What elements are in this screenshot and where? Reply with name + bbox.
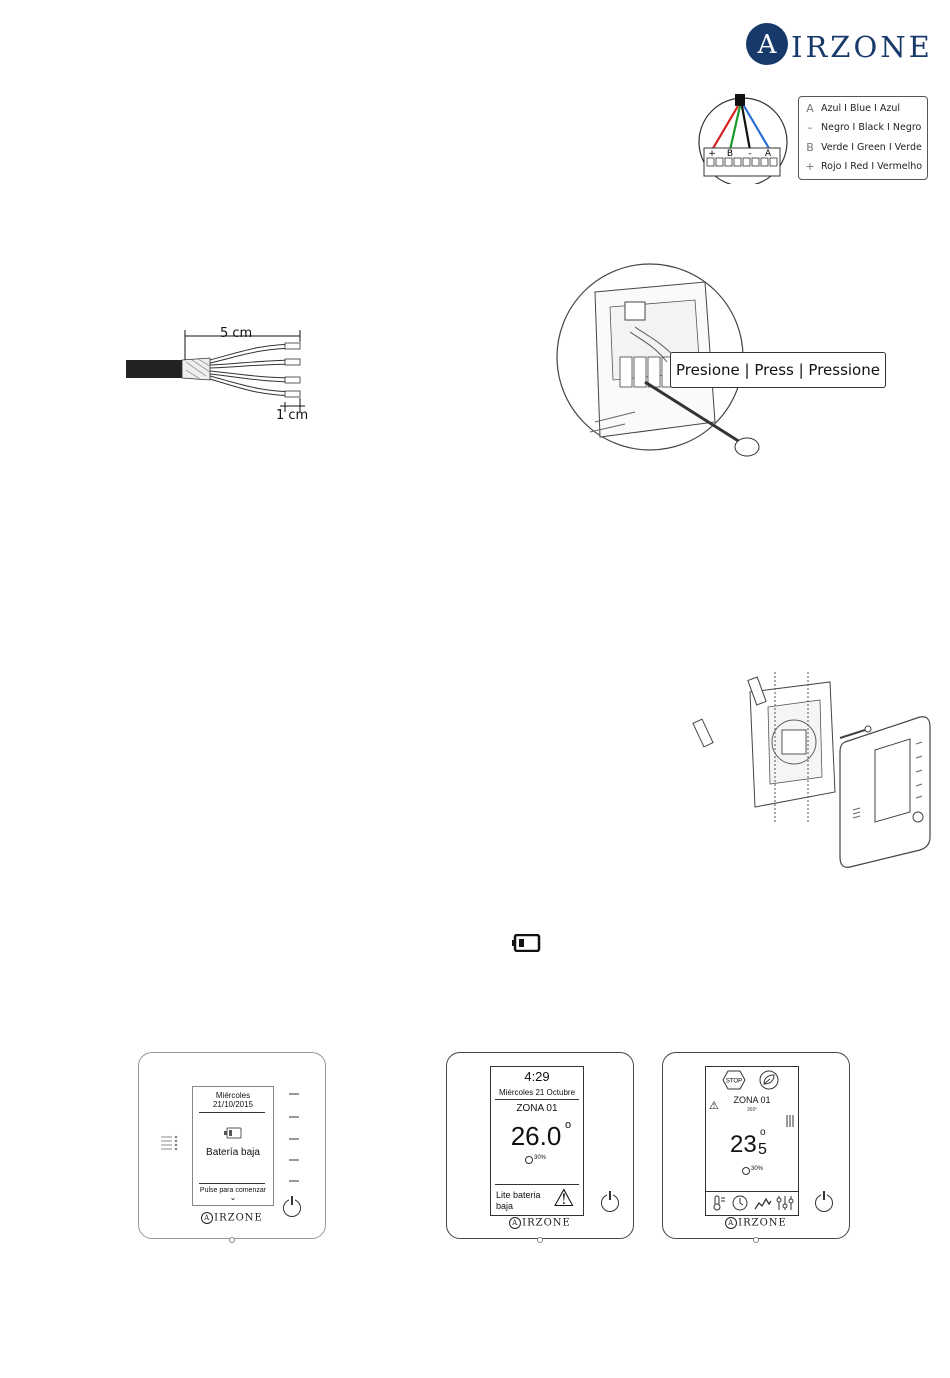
thermometer-icon[interactable]	[710, 1195, 726, 1211]
temperature-value: 26.0	[510, 1121, 562, 1151]
bottom-latch	[537, 1237, 543, 1243]
strip-length-label: 5 cm	[220, 326, 253, 341]
terminal-block-illustration	[556, 263, 760, 457]
power-button[interactable]	[601, 1191, 619, 1212]
legend-symbol: B	[806, 140, 814, 154]
date-text: Miércoles 21 Octubre	[498, 1088, 576, 1097]
airzone-mark-icon: A	[746, 23, 788, 65]
brand-wordmark: IRZONE	[214, 1212, 263, 1224]
leaf-icon[interactable]	[758, 1070, 780, 1090]
airzone-logo: A IRZONE	[745, 22, 930, 72]
mounting-illustration	[692, 672, 931, 868]
power-button[interactable]	[283, 1196, 301, 1217]
brand-wordmark: IRZONE	[738, 1217, 787, 1229]
divider	[706, 1191, 798, 1193]
divider	[199, 1183, 265, 1185]
terminal-b: B	[727, 149, 733, 159]
power-button[interactable]	[815, 1191, 833, 1212]
legend-row-minus: – Negro I Black I Negro	[805, 118, 921, 136]
divider	[495, 1184, 579, 1186]
press-label: Presione | Press | Pressione	[670, 352, 886, 388]
lite-screen[interactable]: Miércoles 21/10/2015 Batería baja Pulse …	[192, 1086, 274, 1206]
mounting-exploded-diagram	[690, 672, 940, 872]
brand-letter: A	[725, 1217, 738, 1229]
settings-icon[interactable]	[776, 1195, 794, 1211]
led-indicator	[289, 1159, 299, 1161]
legend-row-plus: + Rojo I Red I Vermelho	[805, 157, 922, 175]
humidity-value: 30%	[751, 1166, 764, 1172]
blueface-a-screen[interactable]: 4:29 Miércoles 21 Octubre ZONA 01 26.0 o…	[490, 1066, 584, 1216]
divider	[495, 1099, 579, 1101]
lite-prompt: Pulse para comenzar	[199, 1187, 267, 1194]
led-indicator	[289, 1093, 299, 1095]
chart-icon[interactable]	[754, 1195, 772, 1211]
clock-icon[interactable]	[732, 1195, 748, 1211]
temperature-decimal: 5	[758, 1141, 767, 1158]
cable-strip-diagram: 5 cm 1 cm	[120, 322, 320, 427]
lite-date: 21/10/2015	[212, 1100, 254, 1109]
clock-time: 4:29	[524, 1069, 550, 1084]
humidity-icon	[742, 1167, 750, 1175]
brand-letter: A	[201, 1212, 214, 1224]
humidity-icon	[525, 1156, 533, 1164]
degree-symbol: o	[565, 1119, 572, 1131]
blueface-b-screen[interactable]: STOP ZONA 01 360º ⚠ 23 5 o 30%	[705, 1066, 799, 1216]
end-length-label: 1 cm	[276, 408, 309, 423]
setpoint-text: 360º	[746, 1107, 758, 1113]
terminal-minus: -	[748, 149, 751, 159]
warning-icon: ⚠	[709, 1100, 719, 1112]
legend-text: Azul I Blue I Azul	[821, 102, 900, 114]
led-indicator	[289, 1138, 299, 1140]
logo-wordmark: IRZONE	[791, 30, 933, 64]
stop-icon[interactable]: STOP	[722, 1070, 746, 1090]
terminal-plus: +	[708, 149, 716, 159]
wiring-diagram: + B - A A Azul I Blue I Azul – Negro I B…	[690, 92, 930, 184]
speaker-grille-icon	[161, 1135, 178, 1151]
bottom-latch	[753, 1237, 759, 1243]
logo-mark-letter: A	[757, 30, 778, 60]
legend-symbol: A	[806, 101, 814, 115]
terminal-a: A	[765, 149, 772, 159]
degree-symbol: o	[760, 1127, 766, 1138]
lite-message: Batería baja	[206, 1147, 260, 1158]
led-indicator	[289, 1116, 299, 1118]
brand-letter: A	[509, 1217, 522, 1229]
bottom-latch	[229, 1237, 235, 1243]
legend-symbol: +	[805, 159, 815, 173]
legend-text: Rojo I Red I Vermelho	[821, 160, 923, 172]
legend-symbol: –	[807, 120, 813, 134]
warning-icon: ⚠	[553, 1185, 575, 1212]
legend-text: Negro I Black I Negro	[821, 121, 922, 133]
battery-warning-text: Lite bateria baja	[496, 1190, 541, 1211]
svg-text:STOP: STOP	[726, 1079, 742, 1085]
humidity-value: 30%	[534, 1155, 547, 1161]
thermostat-lite: Miércoles 21/10/2015 Batería baja Pulse …	[138, 1052, 326, 1243]
zone-name: ZONA 01	[733, 1095, 771, 1105]
thermostat-blueface-low-battery: 4:29 Miércoles 21 Octubre ZONA 01 26.0 o…	[446, 1052, 634, 1243]
chevron-down-icon[interactable]: ⌄	[229, 1193, 237, 1202]
wire-color-legend: A Azul I Blue I Azul – Negro I Black I N…	[798, 96, 928, 180]
zone-name: ZONA 01	[516, 1103, 558, 1114]
lite-day: Miércoles	[215, 1091, 251, 1100]
legend-text: Verde I Green I Verde	[821, 141, 922, 153]
led-indicator	[289, 1180, 299, 1182]
connector-illustration: + B - A	[698, 94, 788, 184]
divider	[199, 1112, 265, 1114]
legend-row-a: A Azul I Blue I Azul	[805, 99, 900, 117]
press-terminal-diagram: Presione | Press | Pressione	[555, 262, 890, 462]
legend-row-b: B Verde I Green I Verde	[805, 138, 922, 156]
cable-illustration	[126, 330, 305, 412]
battery-low-icon	[224, 1127, 242, 1139]
level-bars-icon	[786, 1115, 794, 1127]
temperature-main: 23	[730, 1131, 757, 1158]
brand-wordmark: IRZONE	[522, 1217, 571, 1229]
low-battery-icon	[512, 933, 542, 953]
